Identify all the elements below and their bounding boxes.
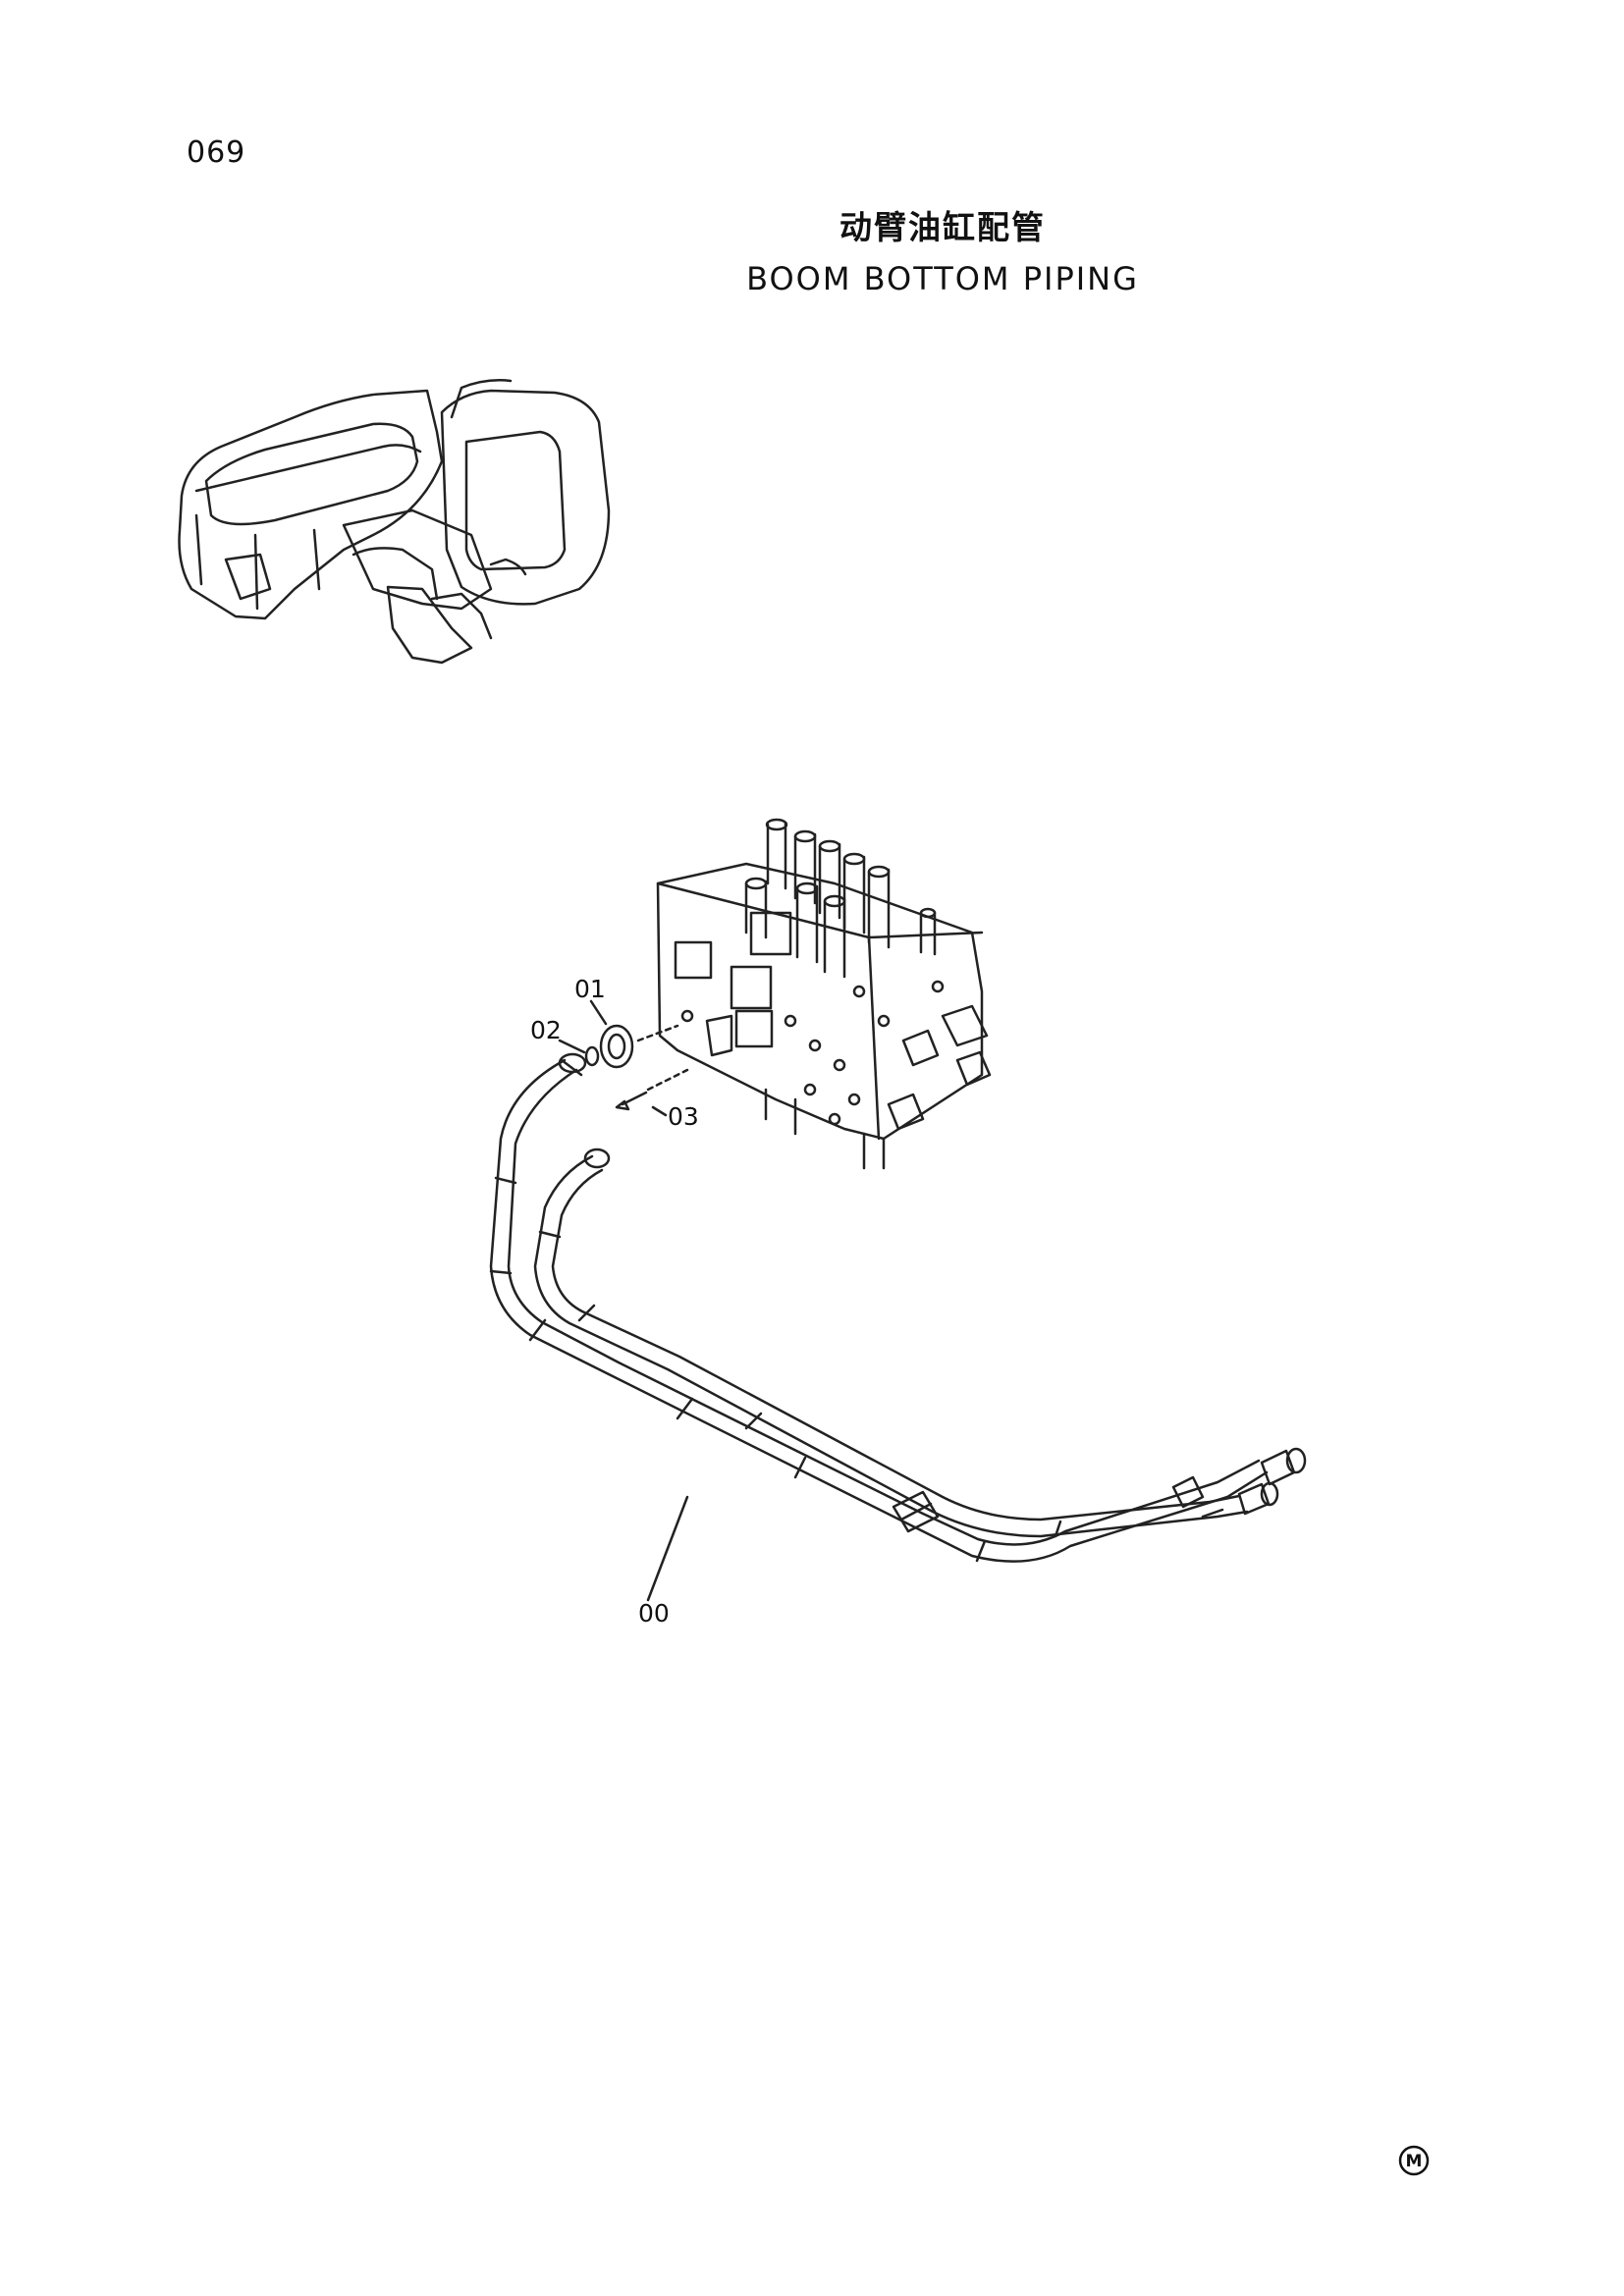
assembly-line-flange [636,1024,679,1042]
o-ring-part [584,1045,600,1067]
callout-03: 03 [668,1102,699,1131]
title-english: BOOM BOTTOM PIPING [746,260,1139,297]
callout-00: 00 [638,1599,670,1628]
title-chinese: 动臂油缸配管 [839,208,1046,246]
footer-mark: M [1398,2145,1430,2176]
control-valve [656,818,992,1170]
page-number: 069 [187,135,246,170]
callout-01: 01 [574,975,606,1003]
flange-part [599,1024,634,1069]
leader-01 [589,999,608,1026]
leader-02 [558,1039,586,1054]
assembly-line-bolt [646,1068,689,1092]
leader-00 [646,1495,689,1602]
pipe-assembly [489,1052,1307,1563]
leader-03 [651,1105,668,1117]
callout-02: 02 [530,1016,562,1044]
excavator-thumbnail [178,379,611,665]
title-block: 动臂油缸配管 BOOM BOTTOM PIPING [668,201,1218,297]
bolt-part [615,1091,648,1111]
footer-mark-letter: M [1406,2152,1423,2171]
